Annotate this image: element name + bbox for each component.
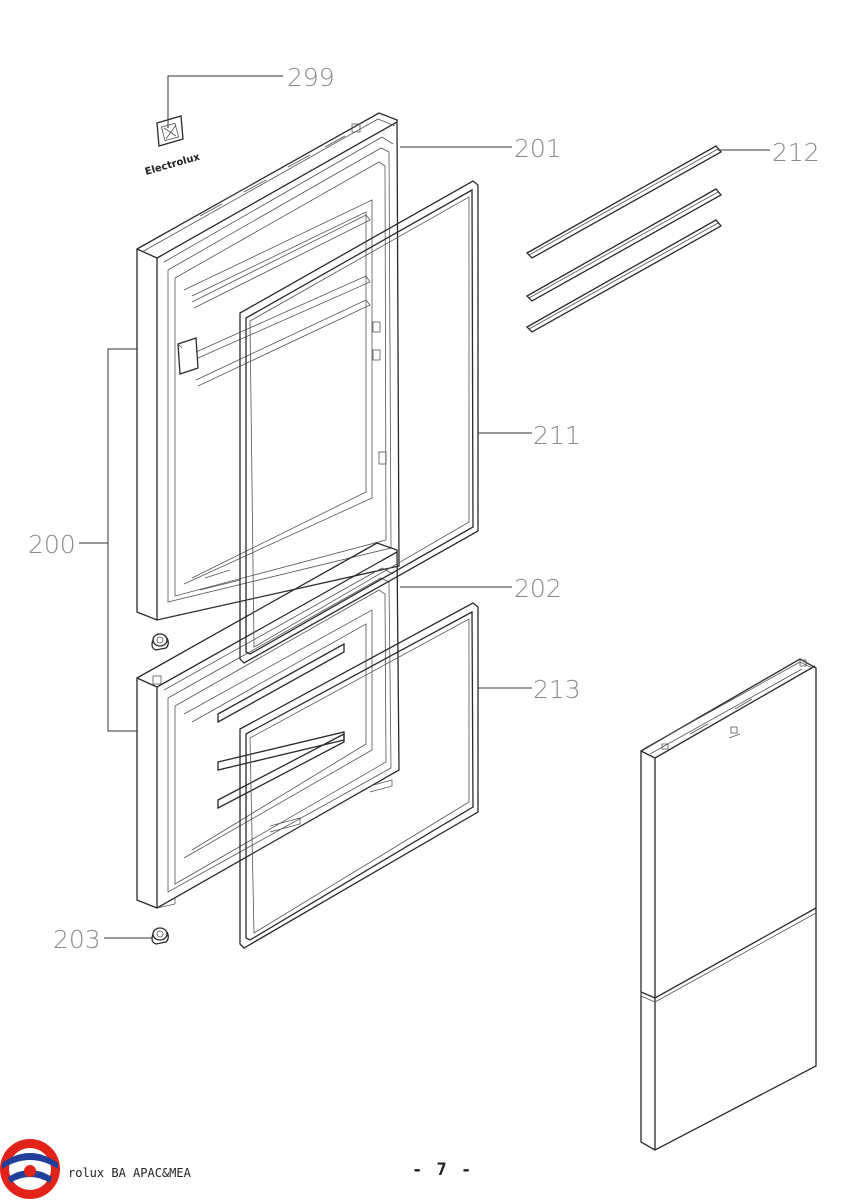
callout-213: 213 (533, 675, 581, 704)
brand-logo (0, 1139, 60, 1199)
leader-lines (79, 75, 770, 939)
callout-211: 211 (533, 421, 581, 450)
footer-company-text: rolux BA APAC&MEA (68, 1166, 191, 1180)
gasket-lower-part-213 (239, 602, 479, 949)
hinge-upper (151, 633, 169, 651)
upper-door-part-201 (136, 112, 400, 621)
gasket-upper-part-211 (239, 180, 479, 664)
callout-212: 212 (772, 138, 820, 167)
callout-202: 202 (514, 574, 562, 603)
callout-299: 299 (287, 63, 335, 92)
hinge-lower-part-203 (151, 927, 169, 945)
emblem-brand-text: Electrolux (144, 152, 202, 178)
callout-201: 201 (514, 134, 562, 163)
lower-door-part-202 (136, 542, 400, 909)
page-number: - 7 - (412, 1160, 474, 1180)
callout-200: 200 (28, 530, 76, 559)
assembled-fridge-view (640, 658, 817, 1151)
callout-203: 203 (53, 925, 101, 954)
strips-part-212 (525, 145, 722, 333)
emblem-part-299: Electrolux (144, 115, 202, 178)
